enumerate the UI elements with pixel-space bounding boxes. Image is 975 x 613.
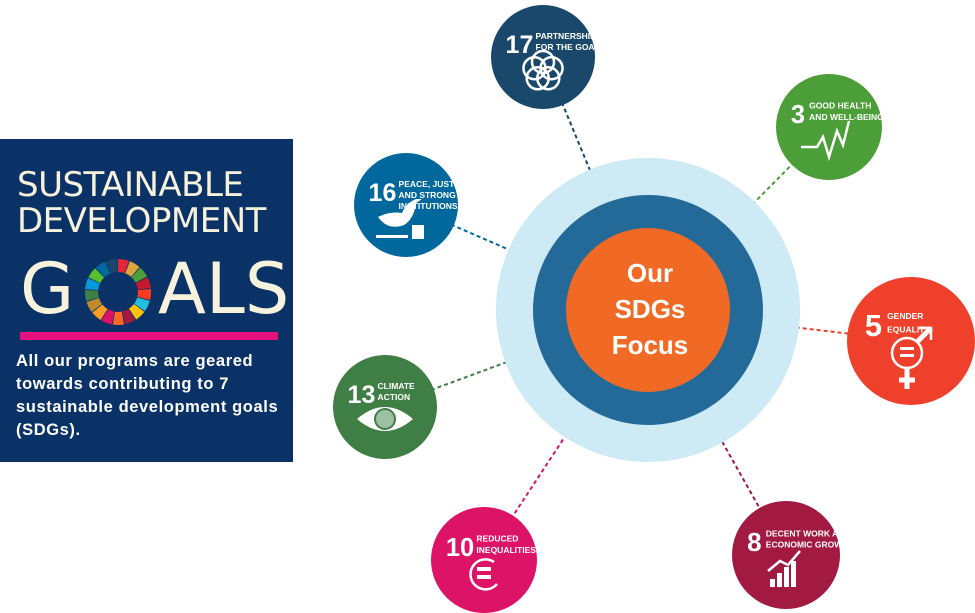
goal-label: EQUALITY [887,324,930,334]
goal-number: 16 [369,179,397,207]
wheel-segment [131,267,148,283]
middle-ring [533,195,763,425]
goal-circle [354,153,458,257]
sdg-goal-8: 8 DECENT WORK AND ECONOMIC GROWTH [732,501,854,609]
goal-label: FOR THE GOALS [536,42,606,52]
goal-number: 3 [791,101,805,129]
wheel-segment [112,311,125,325]
connector-line [405,204,649,311]
goal-number: 5 [865,308,882,343]
gender-equality-icon [890,326,933,389]
connector-line [542,56,649,311]
pink-divider [20,332,278,340]
wheel-segment [101,309,115,325]
goal-label: INSTITUTIONS [399,201,458,211]
heartbeat-icon [801,120,851,162]
goal-label: ECONOMIC GROWTH [766,540,854,550]
center-text-3: Focus [612,330,689,360]
goal-number: 10 [446,534,474,562]
goal-circle [732,501,840,609]
panel-description: All our programs are geared towards cont… [16,352,279,439]
title-line-2: DEVELOPMENT [17,201,266,241]
center-text-2: SDGs [615,294,686,324]
dove-gavel-icon [376,199,424,239]
sdg-color-wheel-icon [85,259,151,325]
connector-line [483,309,649,561]
goal-label: AND STRONG [399,190,457,200]
wheel-segment [122,309,136,325]
goal-label: INEQUALITIES [476,545,536,555]
goal-circle [776,74,882,180]
goal-circle [491,5,595,109]
sdg-goal-5: 5 GENDER EQUALITY [847,277,975,405]
goal-label: REDUCED [476,534,518,544]
goal-label: PEACE, JUSTICE [399,179,469,189]
goal-number: 17 [506,31,534,59]
connector-line [384,309,649,408]
goal-label: GENDER [887,311,923,321]
goal-label: DECENT WORK AND [766,528,851,538]
outer-ring [496,158,800,462]
wheel-segment [118,259,130,274]
wheel-segment [129,304,145,320]
goal-circle [847,277,975,405]
wheel-segment [92,304,108,321]
equal-circle-icon [469,558,498,591]
sdg-info-panel: SUSTAINABLE DEVELOPMENT G ALS All our pr… [0,139,293,462]
wheel-segment [125,261,140,277]
goal-circle [431,507,537,613]
goal-circle [333,355,437,459]
center-circle [566,228,730,392]
wheel-segment [106,259,118,274]
title-line-1: SUSTAINABLE [17,165,244,205]
partnership-rings-icon [522,49,564,91]
wheel-segment [137,288,151,301]
wheel-segment [85,289,99,302]
goal-label: PARTNERSHIPS [536,31,602,41]
goal-number: 8 [747,527,761,557]
connector-line [647,126,830,311]
goal-label: ACTION [378,392,411,402]
wheel-segment [85,278,100,291]
goal-number: 13 [348,381,376,409]
goal-label: CLIMATE [378,381,415,391]
goal-label: GOOD HEALTH [809,101,871,111]
goal-label: AND WELL-BEING [809,112,884,122]
title-goals-g: G [20,248,75,330]
wheel-segment [95,261,111,278]
title-goals-als: ALS [158,248,290,330]
connector-line [647,309,912,342]
eye-globe-icon [357,407,413,431]
connector-line [647,309,787,556]
center-text-1: Our [627,258,673,288]
wheel-segment [134,297,150,312]
wheel-segment [135,277,151,290]
wheel-segment [88,268,105,284]
growth-chart-icon [767,550,801,587]
wheel-segment [86,298,103,312]
